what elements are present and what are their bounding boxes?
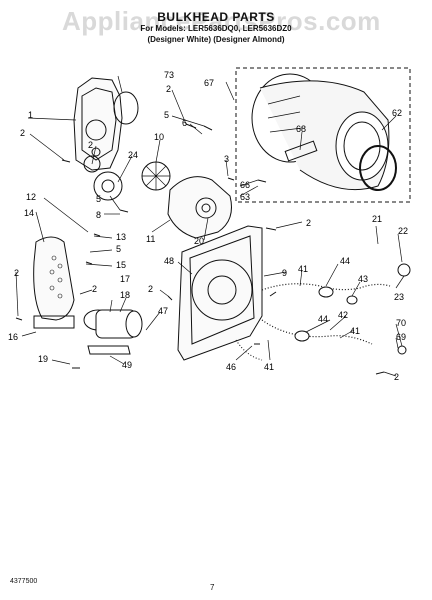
thermostat-44-part bbox=[318, 286, 334, 298]
blower-wheel-part bbox=[93, 171, 123, 201]
idler-bracket-part bbox=[33, 315, 75, 329]
callout: 2 bbox=[14, 268, 19, 278]
model-numbers: For Models: LER5636DQ0, LER5636DZ0 bbox=[140, 24, 292, 33]
callout: 2 bbox=[166, 84, 171, 94]
thermostat-44b-part bbox=[294, 330, 310, 342]
callout: 2 bbox=[88, 140, 93, 150]
callout: 1 bbox=[28, 110, 33, 120]
fuse-43-part bbox=[346, 295, 358, 305]
page-title: BULKHEAD PARTS bbox=[157, 10, 275, 24]
callout: 41 bbox=[298, 264, 308, 274]
callout: 17 bbox=[120, 274, 130, 284]
drum-baffle-part bbox=[284, 140, 318, 162]
callout: 2 bbox=[306, 218, 311, 228]
callout: 41 bbox=[350, 326, 360, 336]
callout: 10 bbox=[154, 132, 164, 142]
callout: 68 bbox=[296, 124, 306, 134]
callout: 13 bbox=[116, 232, 126, 242]
callout: 2 bbox=[92, 284, 97, 294]
callout: 5 bbox=[116, 244, 121, 254]
callout: 47 bbox=[158, 306, 168, 316]
callout: 19 bbox=[38, 354, 48, 364]
callout: 63 bbox=[240, 192, 250, 202]
motor-mount-part bbox=[87, 345, 131, 355]
callout: 44 bbox=[340, 256, 350, 266]
callout: 49 bbox=[122, 360, 132, 370]
motor-housing-part bbox=[167, 176, 232, 239]
callout: 23 bbox=[394, 292, 404, 302]
callout: 18 bbox=[120, 290, 130, 300]
callout: 11 bbox=[146, 234, 155, 244]
document-part-number: 4377500 bbox=[10, 578, 38, 585]
idler-arm-part bbox=[33, 236, 75, 321]
callout: 9 bbox=[282, 268, 287, 278]
callout: 24 bbox=[128, 150, 138, 160]
callout: 2 bbox=[20, 128, 25, 138]
color-variants: (Designer White) (Designer Almond) bbox=[147, 35, 285, 44]
callout: 16 bbox=[8, 332, 18, 342]
callout: 8 bbox=[96, 210, 101, 220]
front-bulkhead-part bbox=[177, 225, 263, 361]
callout: 44 bbox=[318, 314, 328, 324]
callout: 46 bbox=[226, 362, 236, 372]
callout: 2 bbox=[148, 284, 153, 294]
callout: 43 bbox=[358, 274, 368, 284]
callout: 6 bbox=[182, 118, 187, 128]
drum-seal-62-part bbox=[359, 145, 397, 191]
watermark: AppliancePartsPros.com bbox=[62, 6, 381, 36]
callout: 42 bbox=[338, 310, 348, 320]
callout: 15 bbox=[116, 260, 126, 270]
callout: 67 bbox=[204, 78, 214, 88]
callout: 12 bbox=[26, 192, 36, 202]
bulkhead-inner-outline bbox=[81, 87, 117, 161]
callout: 3 bbox=[224, 154, 229, 164]
callout: 20 bbox=[194, 236, 204, 246]
switch-69-part bbox=[397, 345, 407, 355]
callout: 70 bbox=[396, 318, 406, 328]
callout: 5 bbox=[164, 110, 169, 120]
callout: 21 bbox=[372, 214, 382, 224]
belt-73-part bbox=[113, 91, 139, 125]
callout: 48 bbox=[164, 256, 174, 266]
callout: 2 bbox=[394, 372, 399, 382]
callout: 69 bbox=[396, 332, 406, 342]
knob-22-part bbox=[397, 263, 411, 277]
callout: 62 bbox=[392, 108, 402, 118]
rear-bulkhead-part bbox=[73, 77, 123, 171]
callout: 5 bbox=[96, 194, 101, 204]
callout-numbers: 73 67 1 2 2 5 6 62 68 10 2 24 3 66 63 5 … bbox=[8, 70, 408, 382]
callout: 73 bbox=[164, 70, 174, 80]
callout: 14 bbox=[24, 208, 34, 218]
callout: 41 bbox=[264, 362, 274, 372]
blower-gasket bbox=[83, 155, 101, 173]
callout: 66 bbox=[240, 180, 250, 190]
bulkhead-hole bbox=[85, 119, 107, 141]
page-number: 7 bbox=[210, 583, 215, 592]
callout: 22 bbox=[398, 226, 408, 236]
drum-group-box bbox=[235, 67, 411, 203]
